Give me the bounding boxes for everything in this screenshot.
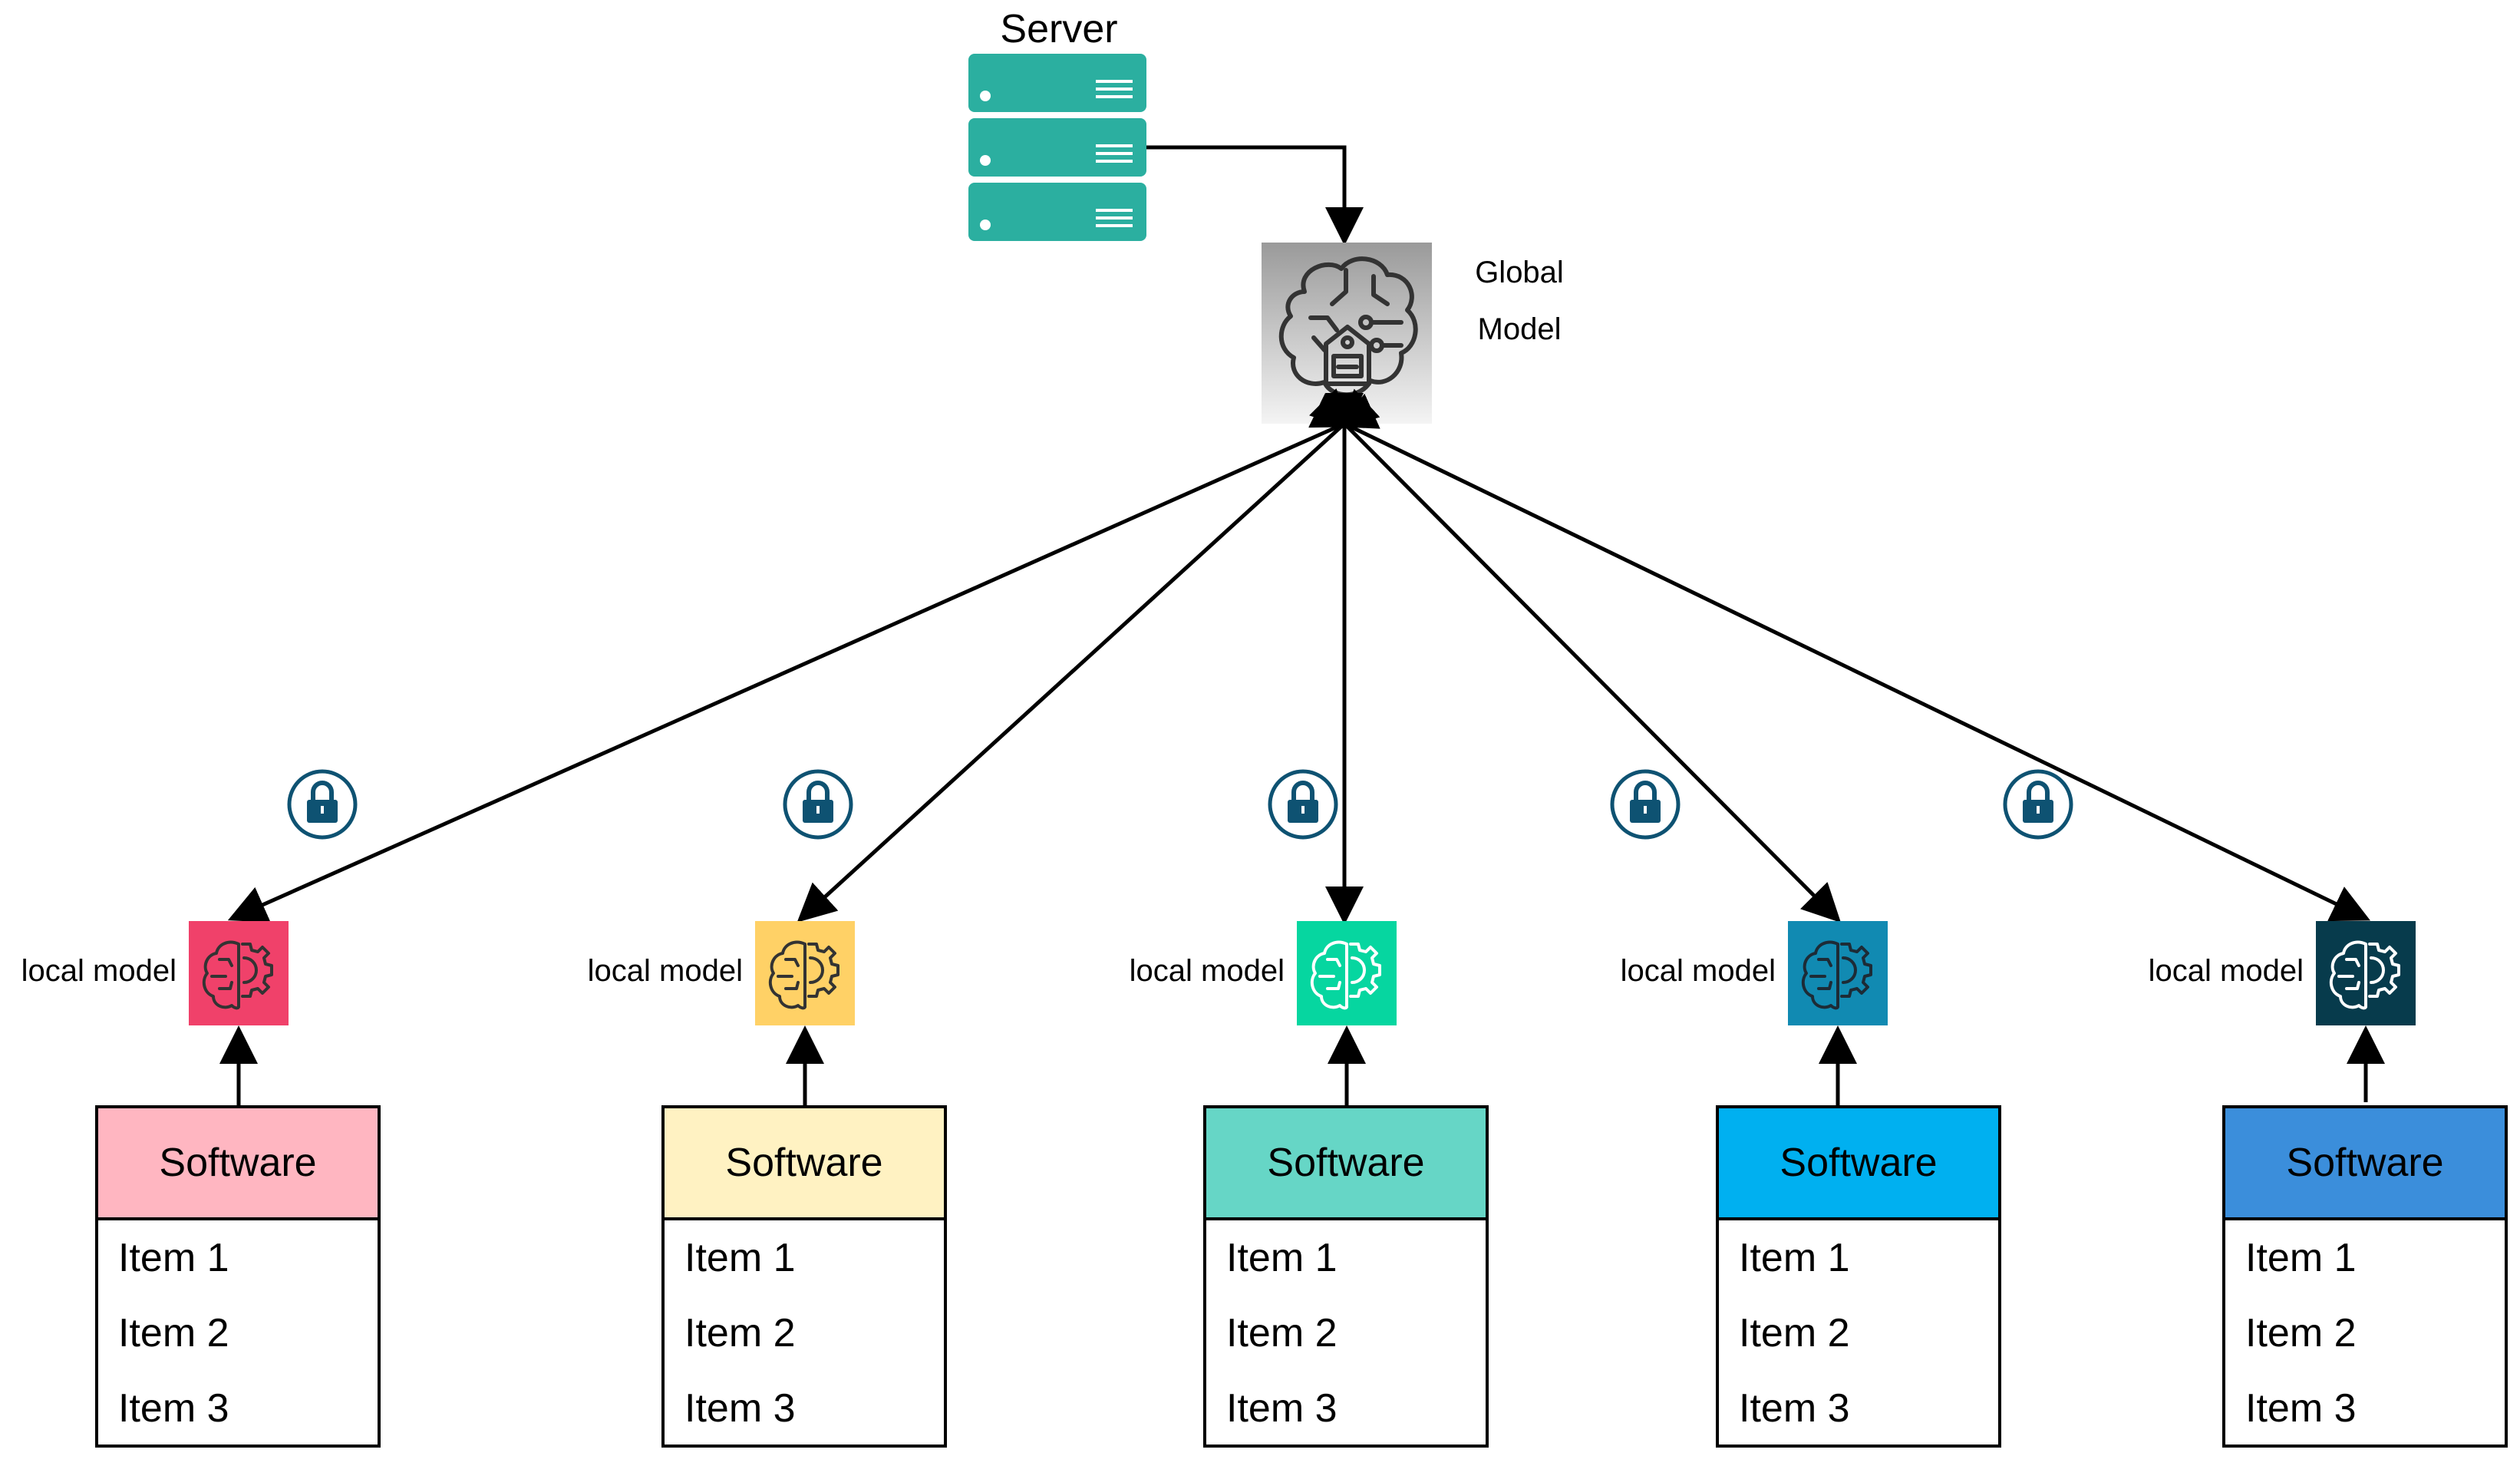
table-item: Item 1 bbox=[1226, 1236, 1338, 1280]
local-model-label: local model bbox=[587, 954, 743, 988]
table-item: Item 1 bbox=[2245, 1236, 2357, 1280]
lock-icon bbox=[287, 769, 358, 840]
server-icon bbox=[968, 54, 1146, 241]
local-model-icon bbox=[1297, 921, 1397, 1025]
local-model-icon bbox=[189, 921, 289, 1025]
local-model-icon bbox=[755, 921, 855, 1025]
table-item: Item 1 bbox=[118, 1236, 229, 1280]
local-model-icon bbox=[2316, 921, 2416, 1025]
data-to-local-arrows bbox=[219, 1025, 2385, 1107]
software-table: Software Item 1 Item 2 Item 3 bbox=[95, 1105, 381, 1448]
global-model-label-line2: Model bbox=[1477, 312, 1562, 346]
local-model-icons bbox=[189, 921, 2416, 1025]
table-item: Item 1 bbox=[684, 1236, 796, 1280]
table-item: Item 3 bbox=[2245, 1386, 2357, 1431]
software-table-header: Software bbox=[98, 1108, 378, 1220]
table-item: Item 2 bbox=[684, 1311, 796, 1355]
local-model-label: local model bbox=[1620, 954, 1776, 988]
exchange-arrow-4 bbox=[1309, 388, 1842, 923]
software-table-header: Software bbox=[1206, 1108, 1486, 1220]
local-model-label: local model bbox=[21, 954, 176, 988]
table-item: Item 2 bbox=[2245, 1311, 2357, 1355]
global-model-icon bbox=[1262, 243, 1432, 424]
exchange-arrow-2 bbox=[797, 388, 1380, 923]
lock-icon bbox=[1610, 769, 1681, 840]
software-table-header: Software bbox=[665, 1108, 944, 1220]
table-item: Item 2 bbox=[118, 1311, 229, 1355]
local-model-label: local model bbox=[1129, 954, 1285, 988]
server-unit-1 bbox=[968, 54, 1146, 112]
table-item: Item 3 bbox=[1226, 1386, 1338, 1431]
global-model-label-line1: Global bbox=[1475, 256, 1564, 289]
software-table-header: Software bbox=[1719, 1108, 1998, 1220]
software-table: Software Item 1 Item 2 Item 3 bbox=[1716, 1105, 2001, 1448]
server-to-global-arrow bbox=[1146, 145, 1364, 246]
lock-icon bbox=[783, 769, 853, 840]
software-table: Software Item 1 Item 2 Item 3 bbox=[1203, 1105, 1489, 1448]
software-table-header: Software bbox=[2225, 1108, 2505, 1220]
server-label: Server bbox=[1000, 7, 1118, 51]
table-item: Item 3 bbox=[684, 1386, 796, 1431]
global-model-label: Global Model bbox=[1458, 244, 1581, 358]
lock-icon bbox=[2003, 769, 2073, 840]
table-item: Item 1 bbox=[1739, 1236, 1850, 1280]
local-model-icon bbox=[1788, 921, 1888, 1025]
model-exchange-arrows bbox=[227, 388, 2371, 925]
exchange-arrow-1 bbox=[227, 393, 1380, 923]
local-model-label: local model bbox=[2148, 954, 2304, 988]
table-item: Item 3 bbox=[118, 1386, 229, 1431]
table-item: Item 2 bbox=[1226, 1311, 1338, 1355]
lock-icon bbox=[1268, 769, 1338, 840]
lock-icons bbox=[287, 769, 2073, 840]
software-table: Software Item 1 Item 2 Item 3 bbox=[2222, 1105, 2508, 1448]
software-table: Software Item 1 Item 2 Item 3 bbox=[661, 1105, 947, 1448]
exchange-arrow-5 bbox=[1308, 393, 2371, 922]
server-unit-3 bbox=[968, 183, 1146, 241]
table-item: Item 2 bbox=[1739, 1311, 1850, 1355]
server-unit-2 bbox=[968, 118, 1146, 177]
table-item: Item 3 bbox=[1739, 1386, 1850, 1431]
